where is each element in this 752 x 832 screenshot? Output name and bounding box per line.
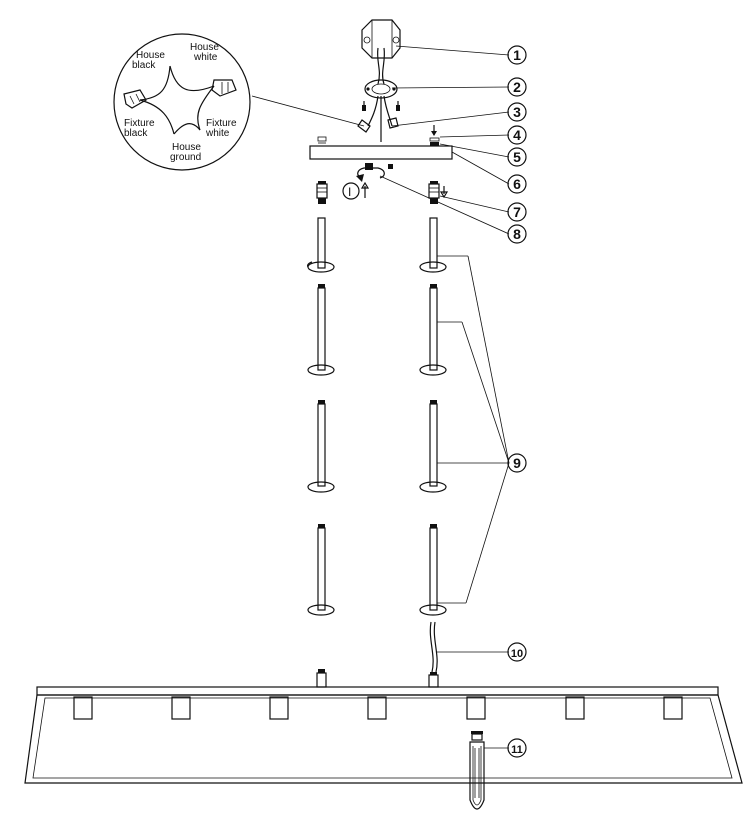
label-fixture-black-1: Fixture (124, 118, 155, 129)
callout-3: 3 (507, 102, 527, 122)
callout-2-text: 2 (513, 79, 521, 95)
callout-4-text: 4 (513, 127, 521, 143)
callout-4: 4 (507, 125, 527, 145)
callout-11: 11 (507, 738, 527, 758)
callout-8-text: 8 (513, 226, 521, 242)
callout-2: 2 (507, 77, 527, 97)
callout-3-text: 3 (513, 104, 521, 120)
label-house-black-1: House (136, 50, 165, 61)
label-house-ground-1: House (172, 142, 201, 153)
callout-9: 9 (507, 453, 527, 473)
callout-6: 6 (507, 174, 527, 194)
label-house-white-2: white (193, 52, 218, 63)
label-house-white-1: House (190, 42, 219, 53)
callout-8: 8 (507, 224, 527, 244)
label-fixture-white-1: Fixture (206, 118, 237, 129)
label-house-black-2: black (132, 60, 156, 71)
mounting-crossbar (364, 79, 398, 99)
callout-10-text: 10 (511, 648, 523, 660)
label-fixture-black-2: black (124, 128, 148, 139)
rod-stack-right (419, 217, 447, 616)
callout-11-text: 11 (511, 744, 523, 756)
wiring-inset: House black House white Fixture black Fi… (113, 33, 251, 171)
rod-connector-right (428, 181, 449, 204)
rotation-marker-text: I (348, 185, 351, 199)
power-cable-2 (433, 621, 438, 673)
rotation-marker: I (342, 181, 370, 200)
body-connectors (316, 669, 439, 688)
rod-connector-left (316, 181, 328, 204)
callout-5-text: 5 (513, 149, 521, 165)
callout-1: 1 (507, 45, 527, 65)
callout-10: 10 (507, 642, 527, 662)
canopy-plate (309, 125, 453, 182)
callout-6-text: 6 (513, 176, 521, 192)
callout-leaders (379, 45, 510, 749)
supply-wires (357, 95, 399, 142)
rod-stack-left (307, 217, 335, 616)
label-fixture-white-2: white (205, 128, 230, 139)
callout-7-text: 7 (513, 204, 521, 220)
label-house-ground-2: ground (170, 152, 201, 163)
power-cable (429, 621, 434, 673)
mounting-screws (362, 101, 400, 111)
callout-7: 7 (507, 202, 527, 222)
callout-1-text: 1 (513, 47, 521, 63)
fixture-body (24, 686, 743, 784)
callout-5: 5 (507, 147, 527, 167)
callout-9-text: 9 (513, 455, 521, 471)
bulb (469, 731, 485, 810)
inset-leader (251, 95, 365, 127)
junction-box (361, 19, 401, 85)
